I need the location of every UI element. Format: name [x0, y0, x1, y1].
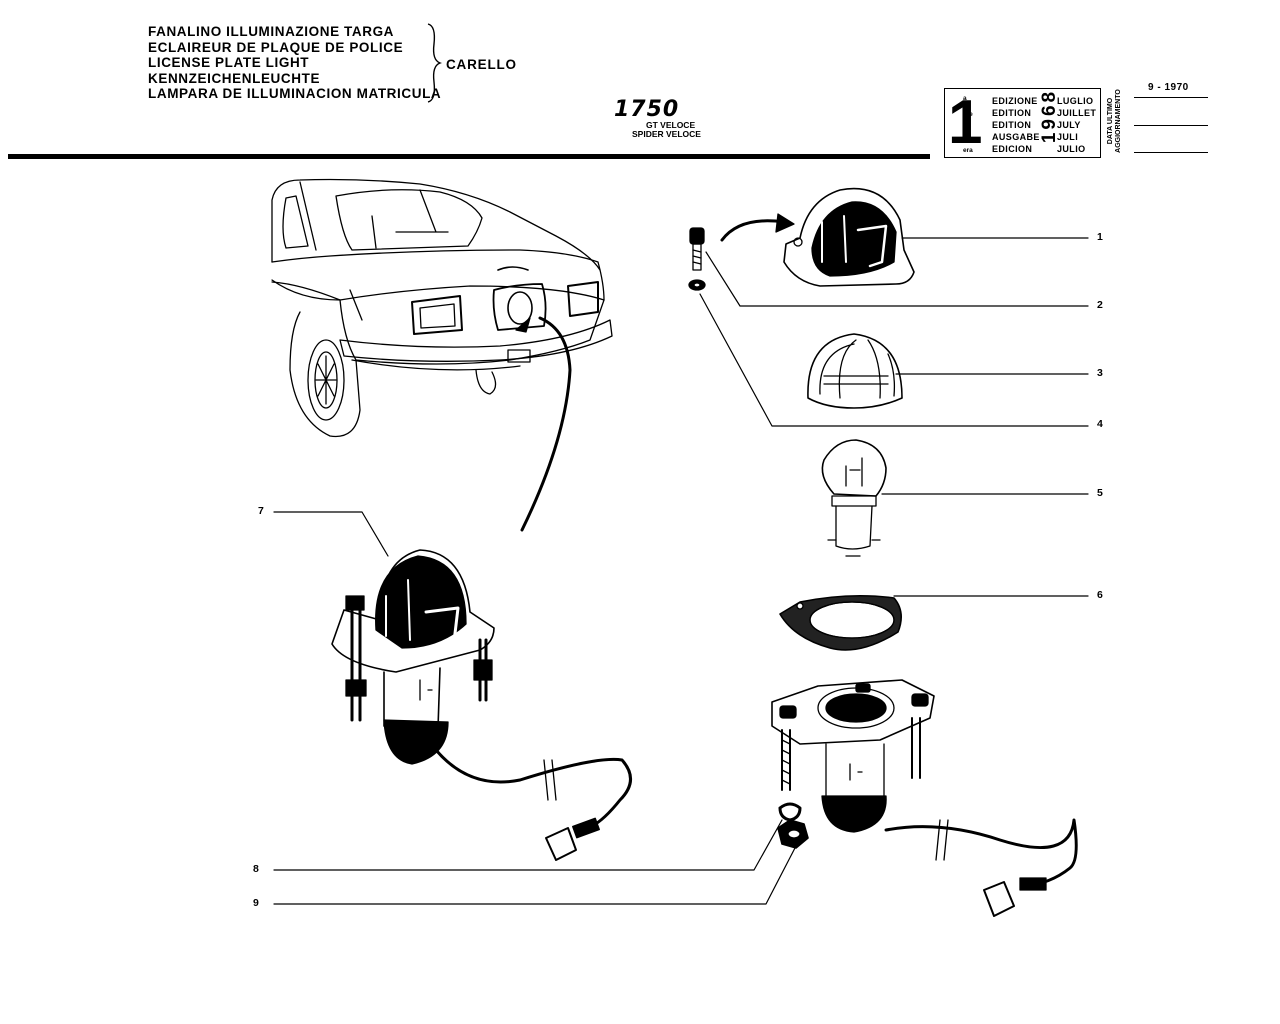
part-3-lens	[807, 333, 903, 409]
title-italian: FANALINO ILLUMINAZIONE TARGA	[148, 24, 395, 39]
part-1-housing-lens	[783, 187, 915, 287]
edition-month-it: LUGLIO	[1057, 96, 1094, 106]
edition-word-it: EDIZIONE	[992, 96, 1038, 106]
brace-icon	[427, 23, 442, 103]
callout-1: 1	[1097, 231, 1103, 243]
edition-suffix: a	[963, 95, 967, 102]
edition-box	[944, 88, 1101, 158]
title-block: FANALINO ILLUMINAZIONE TARGA ECLAIREUR D…	[148, 24, 441, 102]
edition-month-en: JULY	[1057, 120, 1081, 130]
title-german: KENNZEICHENLEUCHTE	[148, 70, 321, 86]
part-8-lock-washer	[778, 802, 802, 822]
edition-suffix: st	[963, 123, 969, 130]
variant-gt-veloce: GT VELOCE	[646, 120, 696, 130]
part-base-socket	[771, 679, 1078, 917]
car-rear-illustration	[271, 178, 613, 438]
callout-6: 6	[1097, 589, 1103, 601]
header-rule	[8, 154, 930, 159]
title-english: LICENSE PLATE LIGHT	[148, 55, 310, 71]
edition-month-es: JULIO	[1057, 144, 1086, 154]
callout-8: 8	[253, 863, 259, 875]
edition-word-fr: EDITION	[992, 108, 1032, 118]
edition-number: 1	[948, 88, 983, 157]
part-9-nut	[777, 819, 809, 849]
callout-5: 5	[1097, 487, 1103, 499]
update-line	[1134, 97, 1208, 98]
callout-3: 3	[1097, 367, 1103, 379]
edition-word-de: AUSGABE	[992, 132, 1040, 142]
part-2-screw	[689, 227, 705, 271]
part-6-gasket	[779, 594, 902, 651]
edition-suffix: era	[963, 147, 973, 154]
part-5-bulb	[821, 439, 887, 557]
manufacturer-label: CARELLO	[446, 57, 517, 72]
callout-4: 4	[1097, 418, 1103, 430]
edition-word-es: EDICION	[992, 144, 1033, 154]
callout-2: 2	[1097, 299, 1103, 311]
part-7-assembled-lamp	[331, 549, 632, 861]
edition-month-de: JULI	[1057, 132, 1079, 142]
last-update-date: 9 - 1970	[1148, 82, 1189, 93]
callout-9: 9	[253, 897, 259, 909]
update-line	[1134, 125, 1208, 126]
variant-spider-veloce: SPIDER VELOCE	[632, 129, 701, 139]
callout-7: 7	[258, 505, 264, 517]
title-spanish: LAMPARA DE ILLUMINACION MATRICULA	[148, 86, 442, 102]
edition-suffix: .	[963, 134, 965, 141]
edition-suffix: ere	[963, 111, 973, 118]
update-line	[1134, 152, 1208, 153]
model-logo: 1750	[614, 97, 680, 122]
part-4-washer	[688, 279, 706, 291]
title-french: ECLAIREUR DE PLAQUE DE POLICE	[148, 39, 404, 55]
leader-lines	[273, 237, 1089, 905]
edition-month-fr: JUILLET	[1057, 108, 1097, 118]
edition-word-en: EDITION	[992, 120, 1032, 130]
